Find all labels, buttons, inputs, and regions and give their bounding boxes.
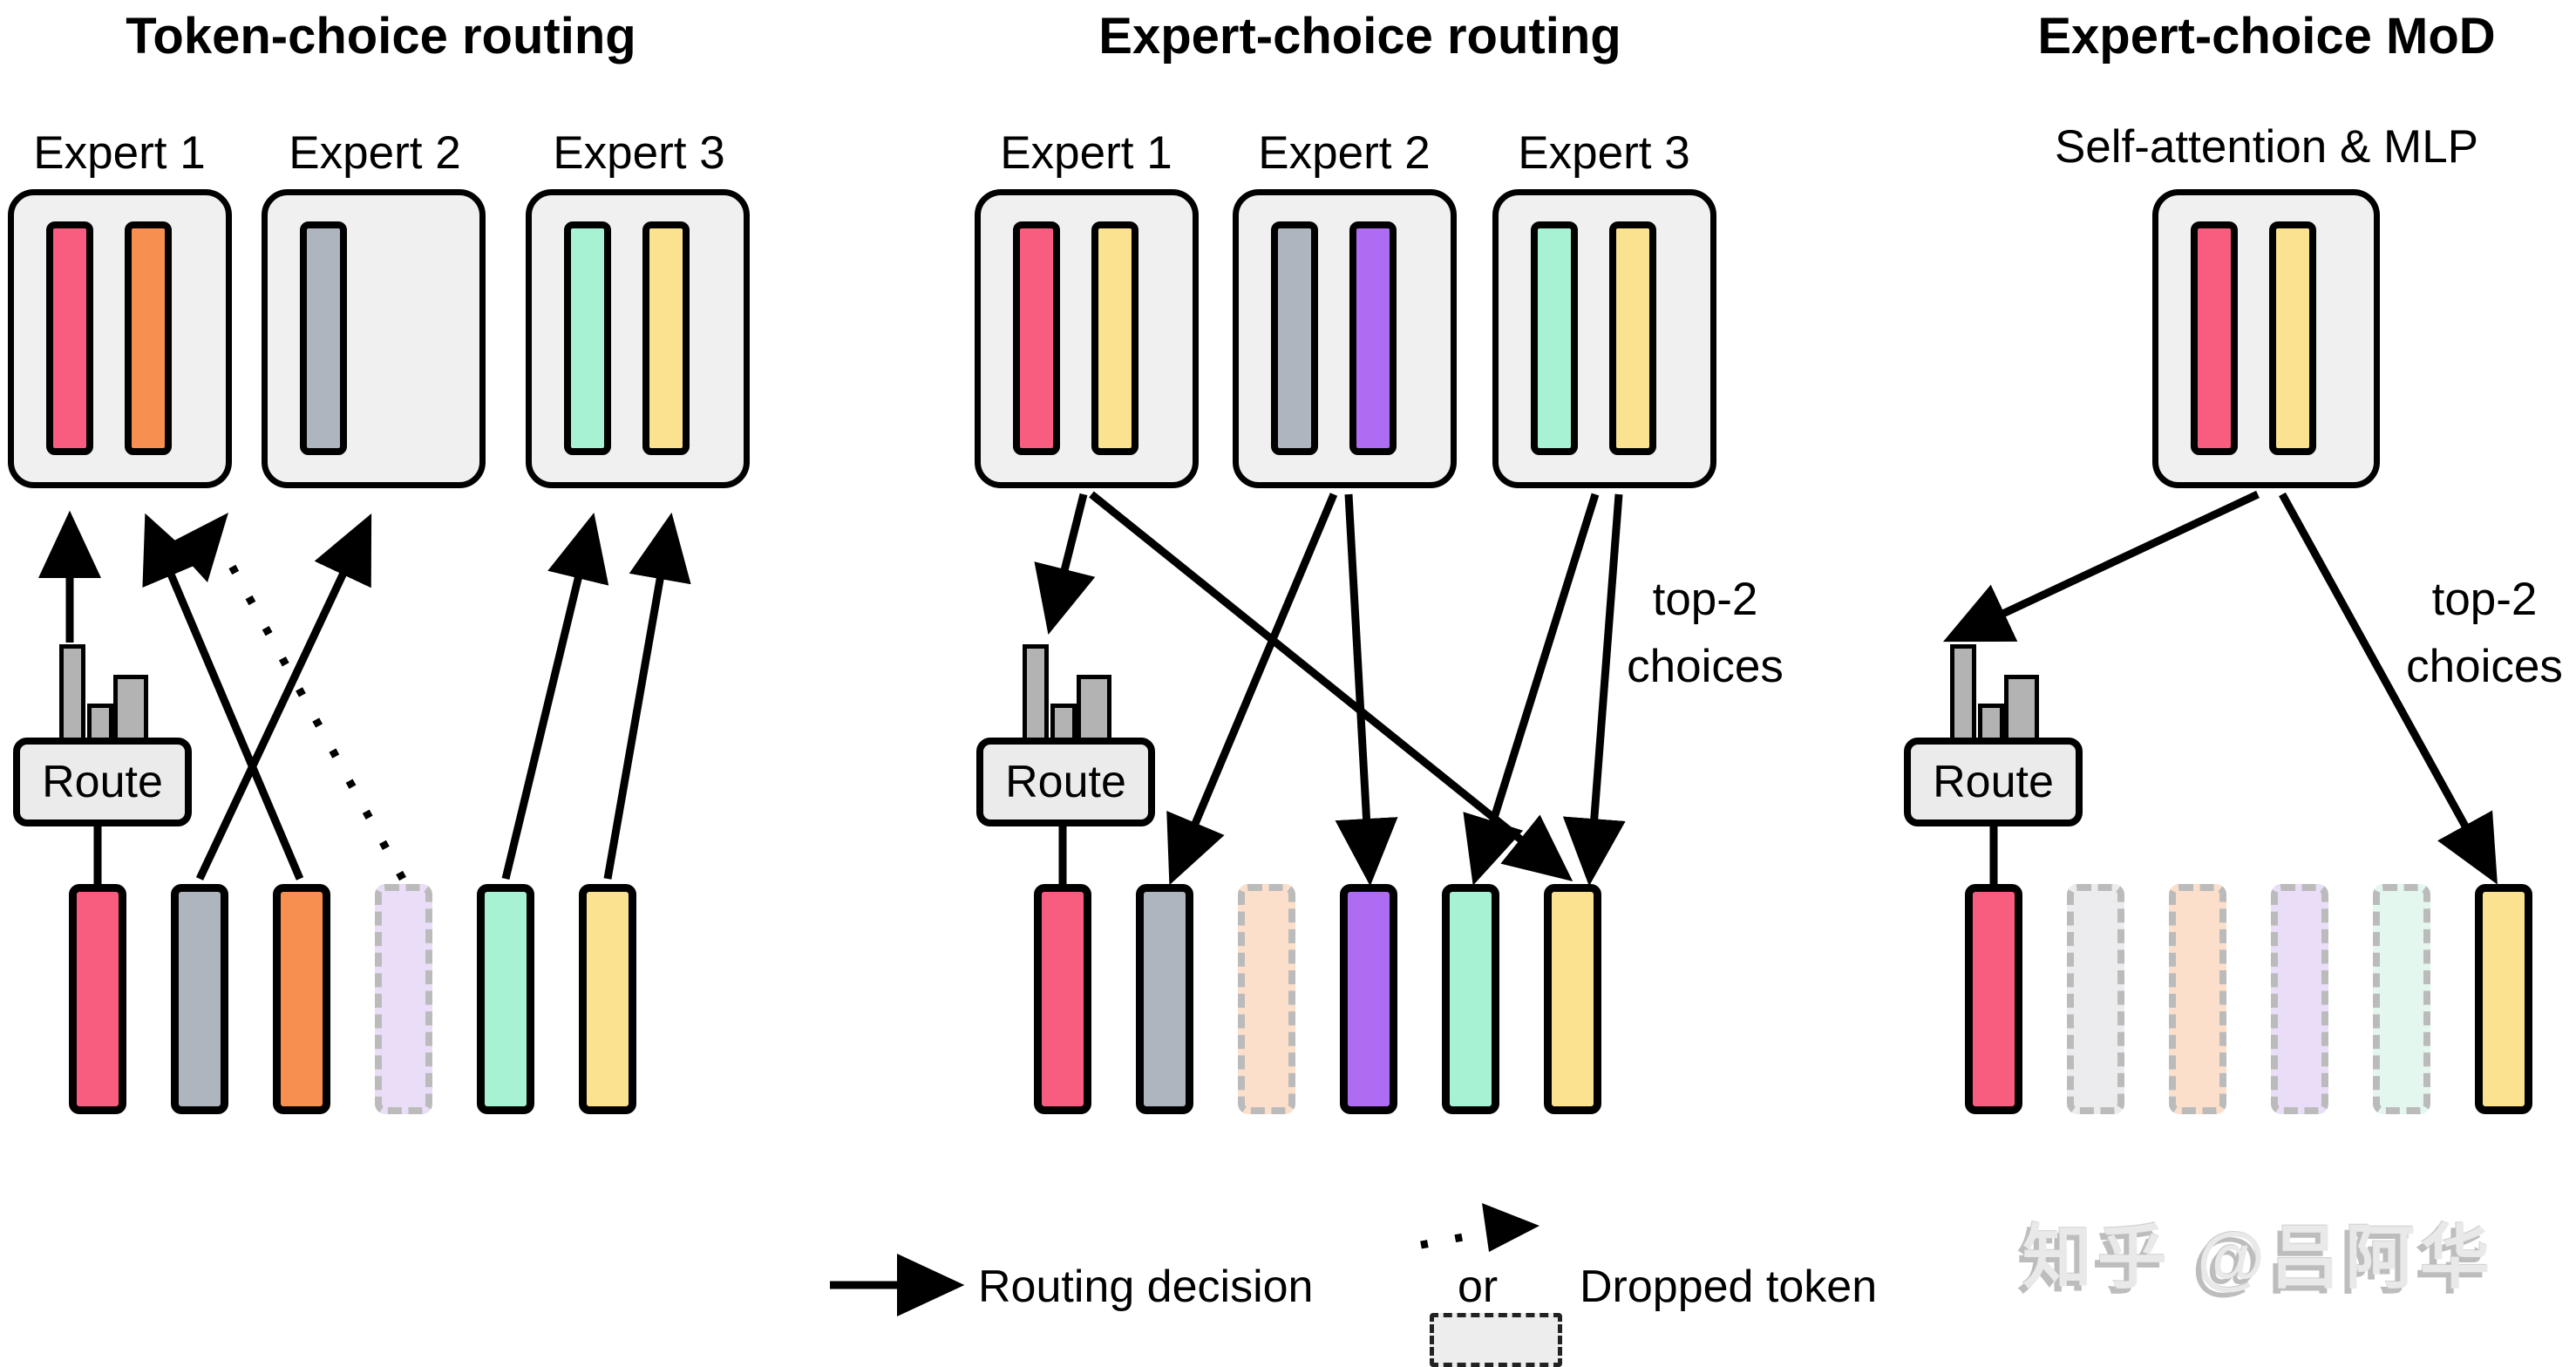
yellow-token (2475, 884, 2532, 1114)
panel1-route-label: Route (42, 757, 163, 807)
panel1-expert2-label: Expert 2 (289, 127, 461, 179)
pink-token (2191, 221, 2238, 455)
lavender_faded-token-dropped (2271, 884, 2328, 1114)
panel2-expert3-box (1492, 189, 1716, 488)
p1-mint-expert3-arrow (501, 513, 609, 881)
figure-moe-routing-diagram: { "figure": { "panels": [ { "title": "To… (8, 8, 2576, 1367)
pink-token (1965, 884, 2022, 1114)
p3-block-route-arrow (1942, 490, 2260, 643)
panel3-title: Expert-choice MoD (2037, 8, 2496, 65)
panel1-route-box: Route (13, 738, 192, 826)
mint-token (477, 884, 534, 1114)
purple-token (1340, 884, 1397, 1114)
top2-line1: top-2 (2431, 574, 2538, 625)
peach_faded-token-dropped (1238, 884, 1295, 1114)
yellow-token (1091, 221, 1138, 455)
panel2-histogram-bar (1077, 675, 1111, 743)
p2-expert2-gray-arrow (1166, 493, 1338, 886)
panel2-top2-note: top-2 choices (1531, 567, 1879, 701)
panel2-expert1-label: Expert 1 (1000, 127, 1172, 179)
top2-line2: choices (2406, 640, 2563, 692)
legend-dropped-label: Dropped token (1580, 1262, 1878, 1312)
panel3-histogram-bar (2004, 675, 2039, 743)
panel3-histogram-bar (1950, 644, 1976, 743)
panel2-expert1-box (975, 189, 1199, 488)
yellow-token (1544, 884, 1601, 1114)
legend-routing-label: Routing decision (978, 1262, 1314, 1312)
panel3-block-box (2152, 189, 2380, 488)
p2-expert1-yellow-arrow (1089, 491, 1573, 882)
p2-expert2-purple-arrow (1335, 493, 1398, 887)
orange-token (273, 884, 330, 1114)
panel2-title: Expert-choice routing (1098, 8, 1621, 65)
panel2-histogram-bar (1050, 704, 1077, 743)
p2-expert1-route-arrow (1034, 493, 1096, 635)
watermark: 知乎 @吕阿华 (2022, 1219, 2496, 1296)
panel3-route-label: Route (1933, 757, 2054, 807)
panel1-histogram-bar (59, 644, 85, 743)
panel1-histogram-bar (113, 675, 148, 743)
panel1-title: Token-choice routing (126, 8, 636, 65)
panel3-block-label: Self-attention & MLP (2054, 121, 2479, 173)
yellow-token (642, 221, 690, 455)
gray-token (300, 221, 347, 455)
top2-line2: choices (1627, 640, 1784, 692)
gray-token (1271, 221, 1318, 455)
panel2-histogram-bar (1023, 644, 1049, 743)
panel3-top2-note: top-2 choices (2310, 567, 2576, 701)
panel2-expert3-label: Expert 3 (1518, 127, 1690, 179)
panel2-token-row (1034, 884, 1601, 1114)
p1-dropped-expert2-arrow (225, 557, 406, 881)
pink-token (1034, 884, 1091, 1114)
panel2-route-label: Route (1005, 757, 1126, 807)
panel2-route-box: Route (976, 738, 1155, 826)
mint_faded-token-dropped (2373, 884, 2430, 1114)
panel3-route-box: Route (1904, 738, 2083, 826)
yellow-token (579, 884, 636, 1114)
panel2-expert2-label: Expert 2 (1258, 127, 1431, 179)
pink-token (69, 884, 126, 1114)
yellow-token (2269, 221, 2316, 455)
legend-dropped-token-swatch (1430, 1313, 1562, 1367)
panel1-expert3-box (526, 189, 750, 488)
panel2-expert2-box (1233, 189, 1457, 488)
panel1-expert1-box (8, 189, 232, 488)
orange-token (125, 221, 172, 455)
mint-token (564, 221, 611, 455)
panel1-token-row (69, 884, 636, 1114)
panel1-expert1-label: Expert 1 (33, 127, 206, 179)
p1-gray-expert2-arrow (195, 513, 372, 881)
pink-token (46, 221, 93, 455)
gray_faded-token-dropped (2067, 884, 2124, 1114)
yellow-token (1609, 221, 1656, 455)
lavender_faded-token-dropped (375, 884, 432, 1114)
legend-or-label: or (1458, 1262, 1499, 1312)
top2-line1: top-2 (1652, 574, 1758, 625)
purple-token (1349, 221, 1397, 455)
mint-token (1531, 221, 1578, 455)
gray-token (1136, 884, 1193, 1114)
legend-dropped-arrowhead-icon (1482, 1203, 1539, 1252)
legend-dropped-arrow-icon (1420, 1225, 1505, 1249)
panel3-token-row (1965, 884, 2532, 1114)
p1-yellow-expert3-arrow (603, 512, 691, 880)
mint-token (1442, 884, 1499, 1114)
panel1-expert3-label: Expert 3 (553, 127, 725, 179)
pink-token (1013, 221, 1060, 455)
gray-token (171, 884, 228, 1114)
peach_faded-token-dropped (2169, 884, 2226, 1114)
dropped-arrowhead-icon (171, 513, 228, 582)
panel1-expert2-box (262, 189, 486, 488)
